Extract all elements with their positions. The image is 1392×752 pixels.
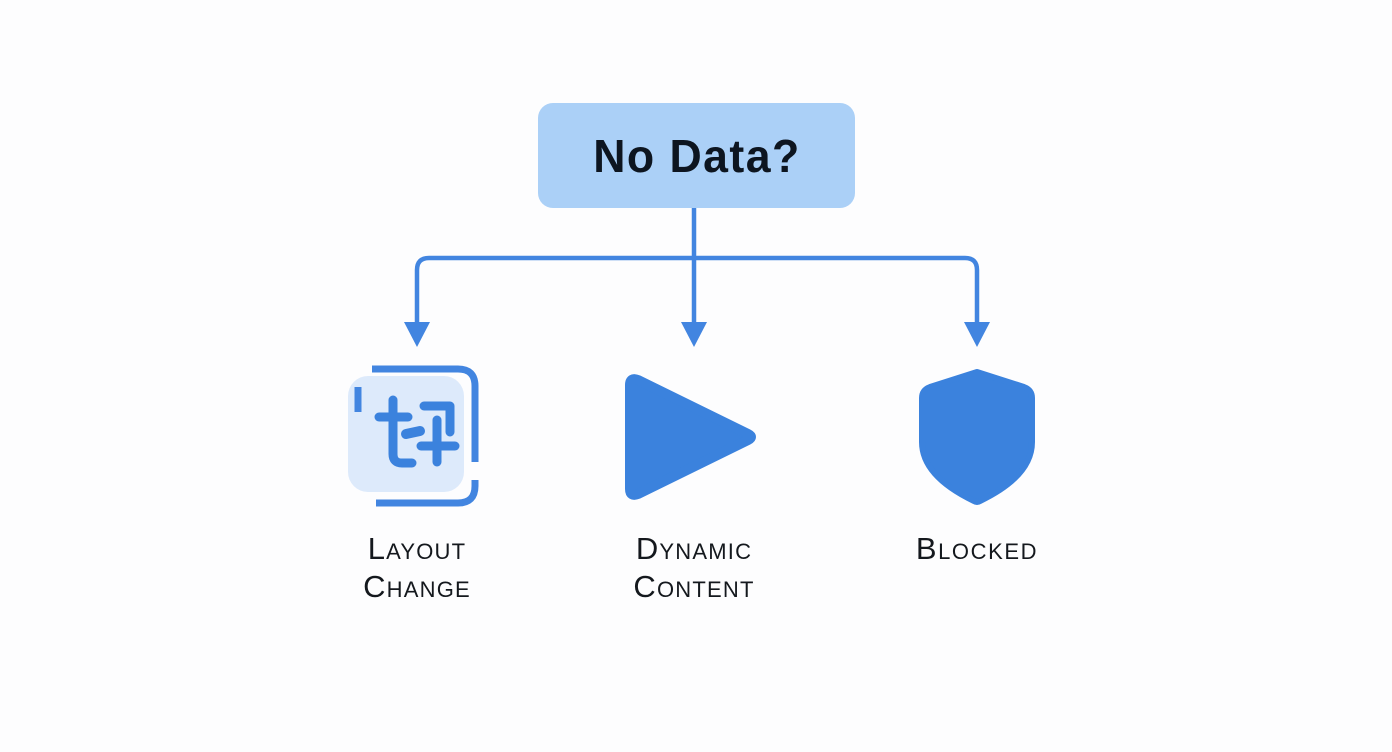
branch-label-layout-change: Layout Change (363, 531, 471, 604)
play-triangle-shape (625, 374, 756, 500)
branch-dynamic-content[interactable]: Dynamic Content (564, 360, 824, 606)
root-decision-label: No Data? (592, 129, 801, 182)
layout-back-panel-top (372, 365, 479, 462)
play-triangle-icon (625, 374, 756, 500)
play-icon-slot (614, 360, 774, 512)
layout-back-panel-bottom (376, 480, 479, 507)
branch-label-dynamic-content: Dynamic Content (633, 531, 755, 604)
branch-blocked[interactable]: Blocked (847, 360, 1107, 568)
connector-bus-right (694, 255, 980, 340)
connector-bus-left (414, 255, 694, 340)
branch-layout-change[interactable]: Layout Change (287, 360, 547, 606)
shield-shape (919, 369, 1035, 505)
layout-change-icon (348, 365, 479, 507)
arrowhead-center (681, 322, 707, 347)
branch-label-blocked: Blocked (915, 531, 1039, 566)
shield-icon (919, 369, 1035, 505)
layout-change-icon-slot (337, 360, 497, 512)
arrowhead-left (404, 322, 430, 347)
arrowhead-right (964, 322, 990, 347)
root-decision-box[interactable]: No Data? (538, 103, 855, 208)
shield-icon-slot (897, 360, 1057, 512)
layout-rearrange-glyph (374, 395, 460, 468)
